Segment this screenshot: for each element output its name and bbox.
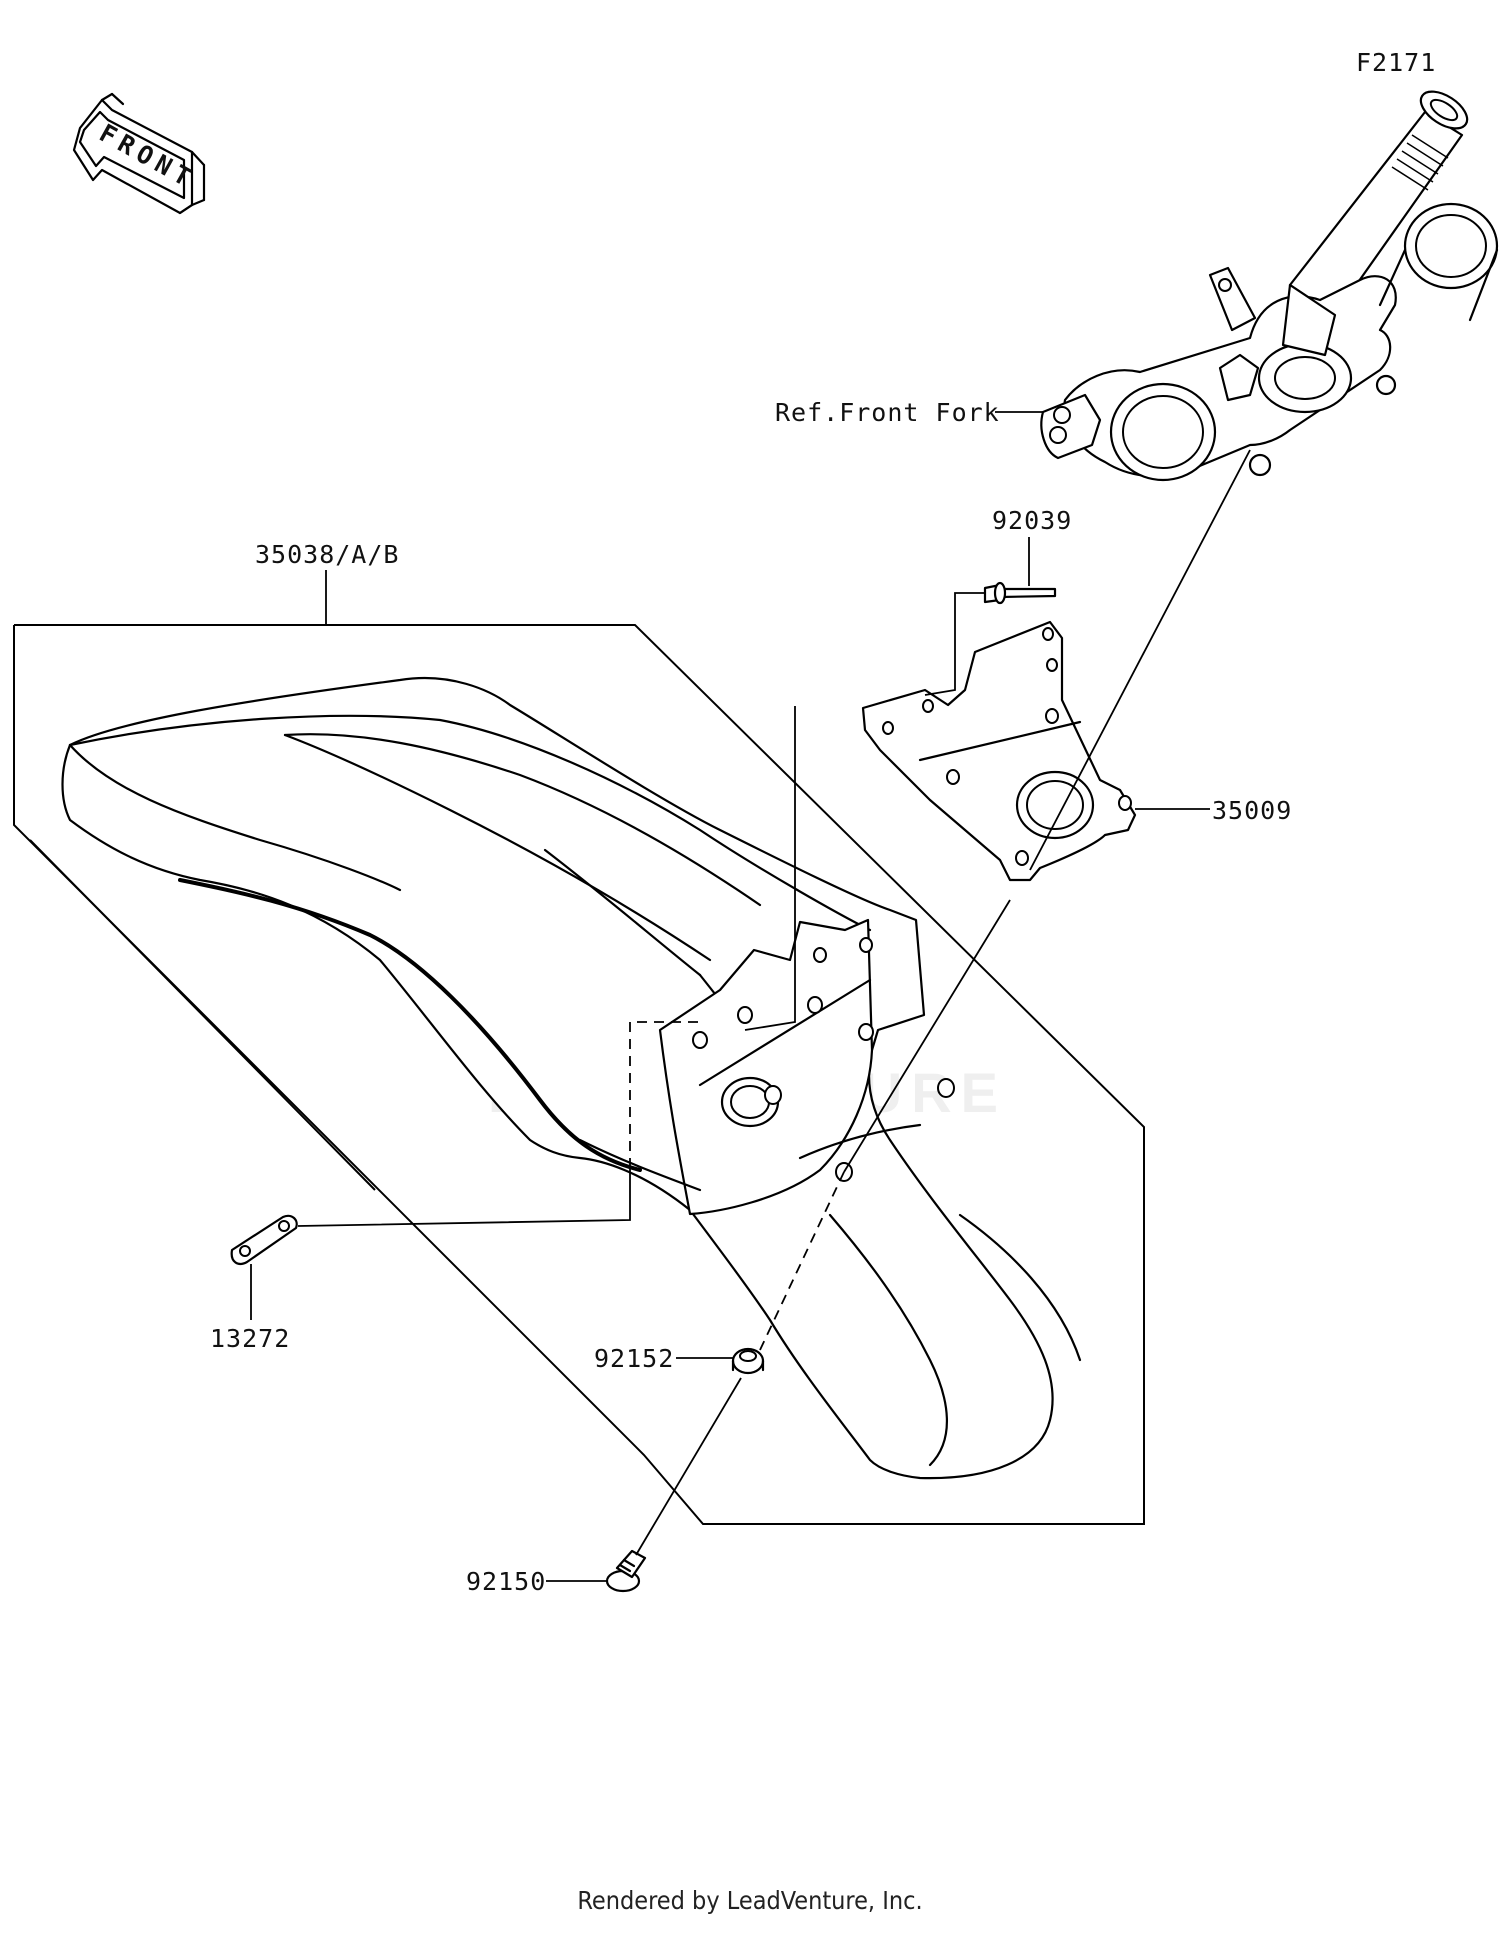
part-label-13272[interactable]: 13272: [210, 1324, 291, 1353]
front-fender: [61, 676, 1082, 1480]
pin-92039: [983, 581, 1057, 605]
nut-92152: [731, 1347, 765, 1375]
figure-id: F2171: [1356, 48, 1437, 77]
leader-lines: [250, 411, 1251, 1582]
part-label-92150[interactable]: 92150: [466, 1567, 547, 1596]
footer-credit: Rendered by LeadVenture, Inc.: [577, 1886, 923, 1915]
bolt-92150: [605, 1549, 647, 1593]
plate-13272: [230, 1214, 298, 1266]
front-fork-clamp: [1040, 90, 1499, 482]
part-label-35038[interactable]: 35038/A/B: [255, 540, 400, 569]
front-arrow-icon: [72, 92, 206, 215]
fender-bracket: [861, 620, 1137, 882]
part-label-92039[interactable]: 92039: [992, 506, 1073, 535]
part-label-35009[interactable]: 35009: [1212, 796, 1293, 825]
reference-label[interactable]: Ref.Front Fork: [775, 398, 1000, 427]
part-label-92152[interactable]: 92152: [594, 1344, 675, 1373]
